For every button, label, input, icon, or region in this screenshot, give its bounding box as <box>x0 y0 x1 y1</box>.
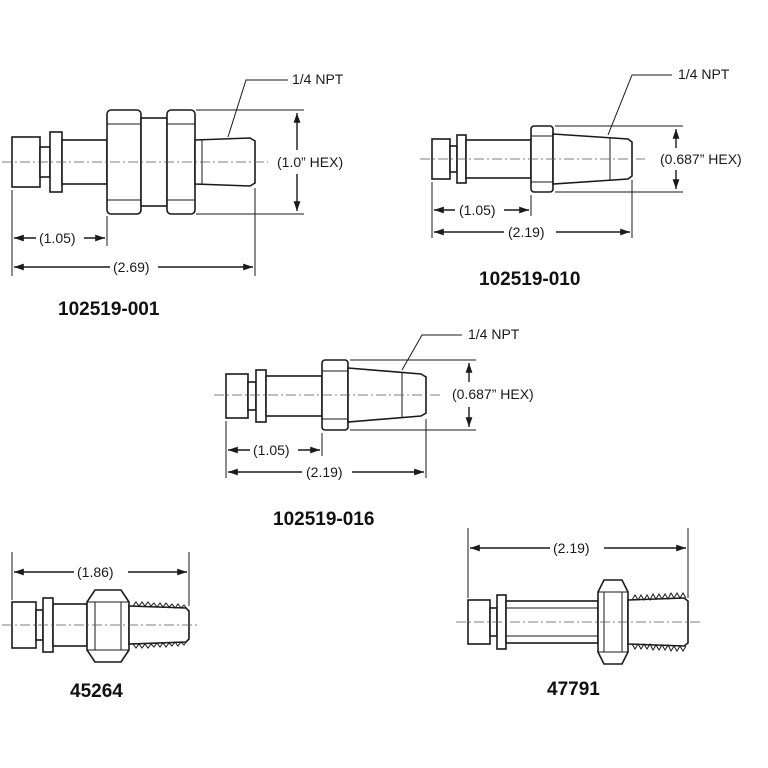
dim-overall-label: (1.86) <box>77 564 114 580</box>
fitting-outline <box>431 125 633 193</box>
fitting-outline <box>11 589 190 663</box>
part-number: 102519-001 <box>58 299 160 320</box>
thread-leader <box>401 334 462 371</box>
hex-label: (0.687” HEX) <box>452 386 534 402</box>
part-number: 45264 <box>70 681 123 702</box>
dim-short-label: (1.05) <box>459 202 496 218</box>
thread-label: 1/4 NPT <box>292 71 344 87</box>
dim-overall-label: (2.19) <box>306 464 343 480</box>
thread-leader <box>607 74 672 136</box>
fitting-outline <box>225 359 427 431</box>
part-number: 102519-016 <box>273 509 374 530</box>
thread-label: 1/4 NPT <box>468 326 520 342</box>
part-102519-016: 1/4 NPT (0.687” HEX) (1.05) (2.19) 10251… <box>214 326 534 530</box>
dim-short-label: (1.05) <box>253 442 290 458</box>
part-45264: (1.86) 45264 <box>2 552 200 702</box>
hex-label: (0.687” HEX) <box>660 151 742 167</box>
part-102519-010: 1/4 NPT (0.687” HEX) (1.05) (2.19) 10251… <box>420 66 742 290</box>
dim-overall-label: (2.19) <box>508 224 545 240</box>
part-number: 47791 <box>547 679 600 700</box>
part-102519-001: 1/4 NPT (1.0” HEX) (1.05) (2.69) 102519-… <box>2 71 344 320</box>
part-47791: (2.19) 47791 <box>456 528 700 700</box>
dim-overall-label: (2.69) <box>113 259 150 275</box>
hex-label: (1.0” HEX) <box>277 154 343 170</box>
part-number: 102519-010 <box>479 269 580 290</box>
dim-short-label: (1.05) <box>39 230 76 246</box>
thread-leader <box>227 79 288 138</box>
dim-overall-label: (2.19) <box>553 540 590 556</box>
thread-label: 1/4 NPT <box>678 66 730 82</box>
